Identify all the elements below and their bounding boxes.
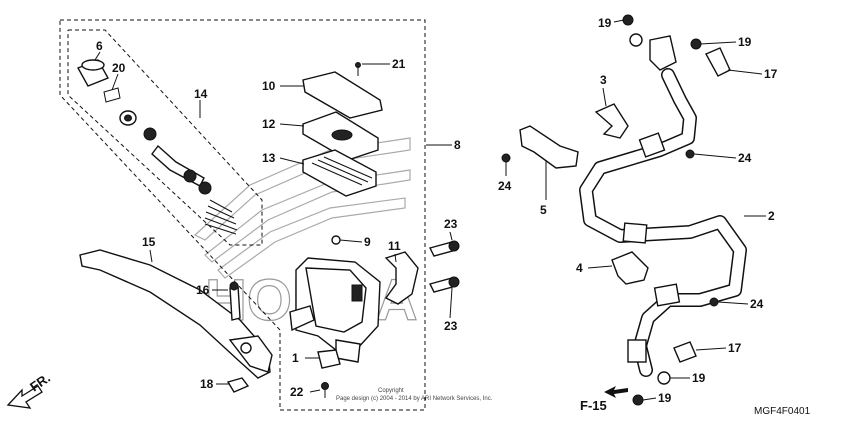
copyright-line-2: Page design (c) 2004 - 2014 by ARI Netwo… — [336, 396, 493, 402]
callout-17-bottom: 17 — [728, 341, 742, 355]
callout-2: 2 — [768, 209, 775, 223]
figure-reference: F-15 — [580, 386, 628, 413]
callout-15: 15 — [142, 235, 156, 249]
callout-24-lower: 24 — [750, 297, 764, 311]
callout-19-lower: 19 — [692, 371, 706, 385]
callout-9: 9 — [364, 235, 371, 249]
callout-24-left: 24 — [498, 179, 512, 193]
callout-22: 22 — [290, 385, 304, 399]
callout-1: 1 — [292, 351, 299, 365]
front-direction-indicator: FR. — [6, 370, 53, 409]
callout-8: 8 — [454, 138, 461, 152]
callout-19-bottom: 19 — [658, 391, 672, 405]
master-cylinder-body — [289, 257, 381, 363]
callout-6: 6 — [96, 39, 103, 53]
callout-19-top-left: 19 — [598, 16, 612, 30]
figure-ref-label: F-15 — [580, 398, 607, 413]
callout-4: 4 — [576, 261, 583, 275]
callout-3: 3 — [600, 73, 607, 87]
copyright-line-1: Copyright — [378, 388, 404, 394]
callout-11: 11 — [388, 239, 401, 253]
assembly-outlines — [59, 19, 426, 411]
handlebar-clamp — [331, 235, 460, 305]
callout-leaders — [94, 19, 766, 401]
callout-20: 20 — [112, 61, 126, 75]
callout-24-upper: 24 — [738, 151, 752, 165]
reference-arrow-icon — [604, 386, 628, 398]
piston-kit — [77, 59, 238, 235]
callout-21: 21 — [392, 57, 406, 71]
callout-17-top: 17 — [764, 67, 778, 81]
callout-16: 16 — [196, 283, 210, 297]
hose-clamps — [501, 103, 719, 307]
front-arrow-icon — [6, 385, 43, 409]
callout-13: 13 — [262, 151, 276, 165]
footer-text: Copyright Page design (c) 2004 - 2014 by… — [336, 388, 811, 417]
callout-5: 5 — [540, 203, 547, 217]
brake-lever — [79, 249, 341, 398]
brake-hose — [579, 14, 747, 406]
reservoir-cover — [302, 62, 383, 197]
callout-labels: 6 20 14 10 12 13 21 8 9 11 16 15 18 1 22… — [96, 16, 778, 405]
callout-10: 10 — [262, 79, 276, 93]
callout-23-top: 23 — [444, 217, 458, 231]
callout-14: 14 — [194, 87, 208, 101]
callout-19-top-right: 19 — [738, 35, 752, 49]
callout-12: 12 — [262, 117, 276, 131]
callout-23-bottom: 23 — [444, 319, 458, 333]
figure-code: MGF4F0401 — [754, 406, 811, 417]
callout-18: 18 — [200, 377, 214, 391]
